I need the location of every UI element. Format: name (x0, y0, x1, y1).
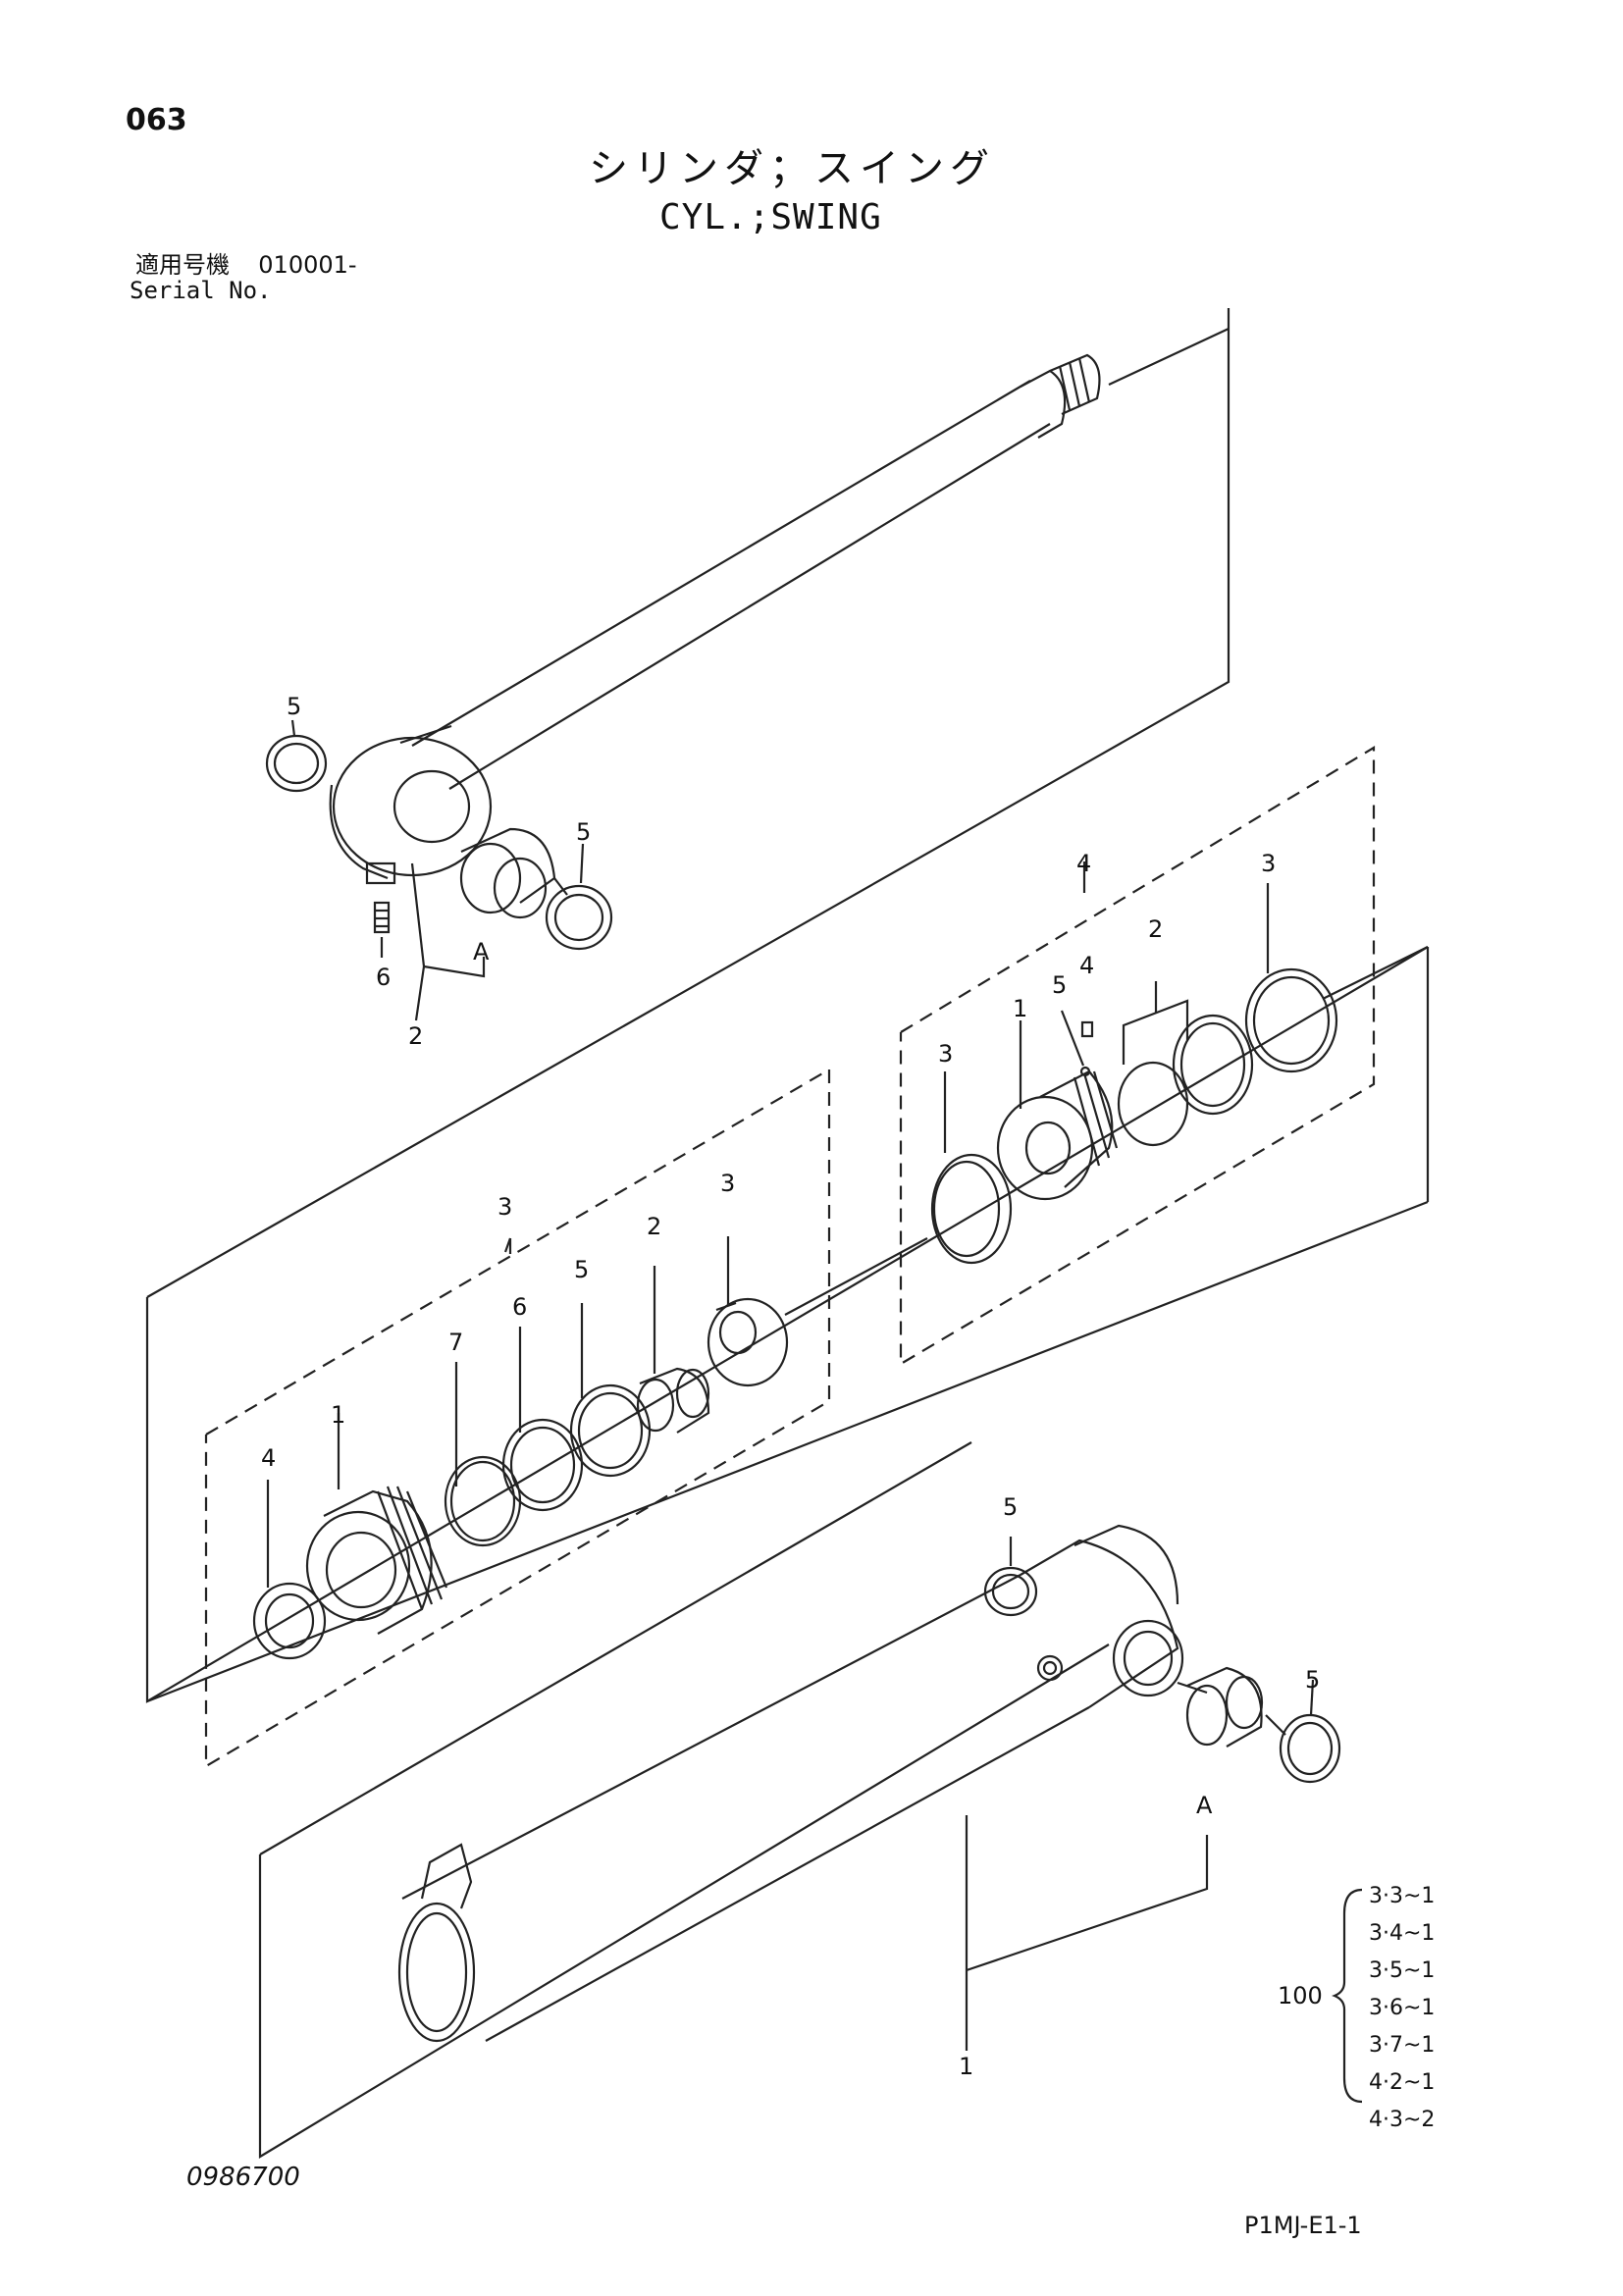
callout-piston-part-2: 2 (1148, 915, 1164, 943)
kit-item: 3·7~1 (1369, 2033, 1436, 2058)
callout-head-group: 3 (497, 1193, 513, 1221)
callout-piston-part-5: 5 (1052, 971, 1068, 999)
serial-range: 適用号機 010001- (135, 253, 357, 277)
callout-rod-seal-right: 5 (576, 818, 592, 846)
callout-piston-group: 4 (1076, 850, 1092, 877)
kit-item: 3·3~1 (1369, 1884, 1436, 1908)
callout-rod-bushing: A (473, 938, 490, 965)
callout-head-part-5: 5 (574, 1256, 590, 1283)
callout-tube-seal-right: 5 (1305, 1666, 1321, 1694)
callout-tube-seal-upper: 5 (1003, 1493, 1019, 1521)
callout-piston-part-1: 1 (1013, 995, 1028, 1022)
kit-item: 4·3~2 (1369, 2108, 1436, 2132)
kit-item: 4·2~1 (1369, 2070, 1436, 2095)
callout-tube-bushing: A (1196, 1792, 1213, 1819)
serial-label-japanese: 適用号機 (135, 251, 230, 279)
page-title-japanese: シリンダ；スイング (589, 146, 995, 191)
callout-head-part-6: 6 (512, 1293, 528, 1321)
piston-rod (146, 308, 1230, 1298)
callout-piston-part-3-right: 3 (1261, 850, 1277, 877)
callout-tube-group: 1 (959, 2053, 974, 2080)
piston (899, 746, 1429, 1366)
kit-item: 3·6~1 (1369, 1996, 1436, 2020)
callout-head-part-3: 3 (720, 1170, 736, 1197)
callout-rod-group: 2 (408, 1022, 424, 1050)
serial-label-english: Serial No. (130, 277, 272, 304)
callout-rod-seal-left: 5 (287, 693, 302, 720)
cylinder-tube (258, 1441, 1363, 2159)
serial-value: 010001- (258, 251, 357, 279)
callout-piston-part-4: 4 (1079, 952, 1095, 979)
callout-head-part-4: 4 (261, 1444, 277, 1472)
cylinder-head (145, 946, 1430, 1768)
callout-rod-grease-fitting: 6 (376, 964, 392, 991)
sheet-code: P1MJ-E1-1 (1244, 2212, 1362, 2239)
callout-piston-part-3-left: 3 (938, 1040, 954, 1068)
page-title-english: CYL.;SWING (659, 197, 882, 237)
callout-head-part-2: 2 (647, 1213, 662, 1240)
kit-number: 100 (1278, 1982, 1323, 2009)
callout-head-part-1: 1 (331, 1401, 346, 1429)
document-number: 0986700 (186, 2163, 300, 2192)
kit-item: 3·5~1 (1369, 1958, 1436, 1983)
page-number: 063 (126, 103, 187, 137)
kit-item: 3·4~1 (1369, 1921, 1436, 1946)
callout-head-part-7: 7 (448, 1329, 464, 1356)
